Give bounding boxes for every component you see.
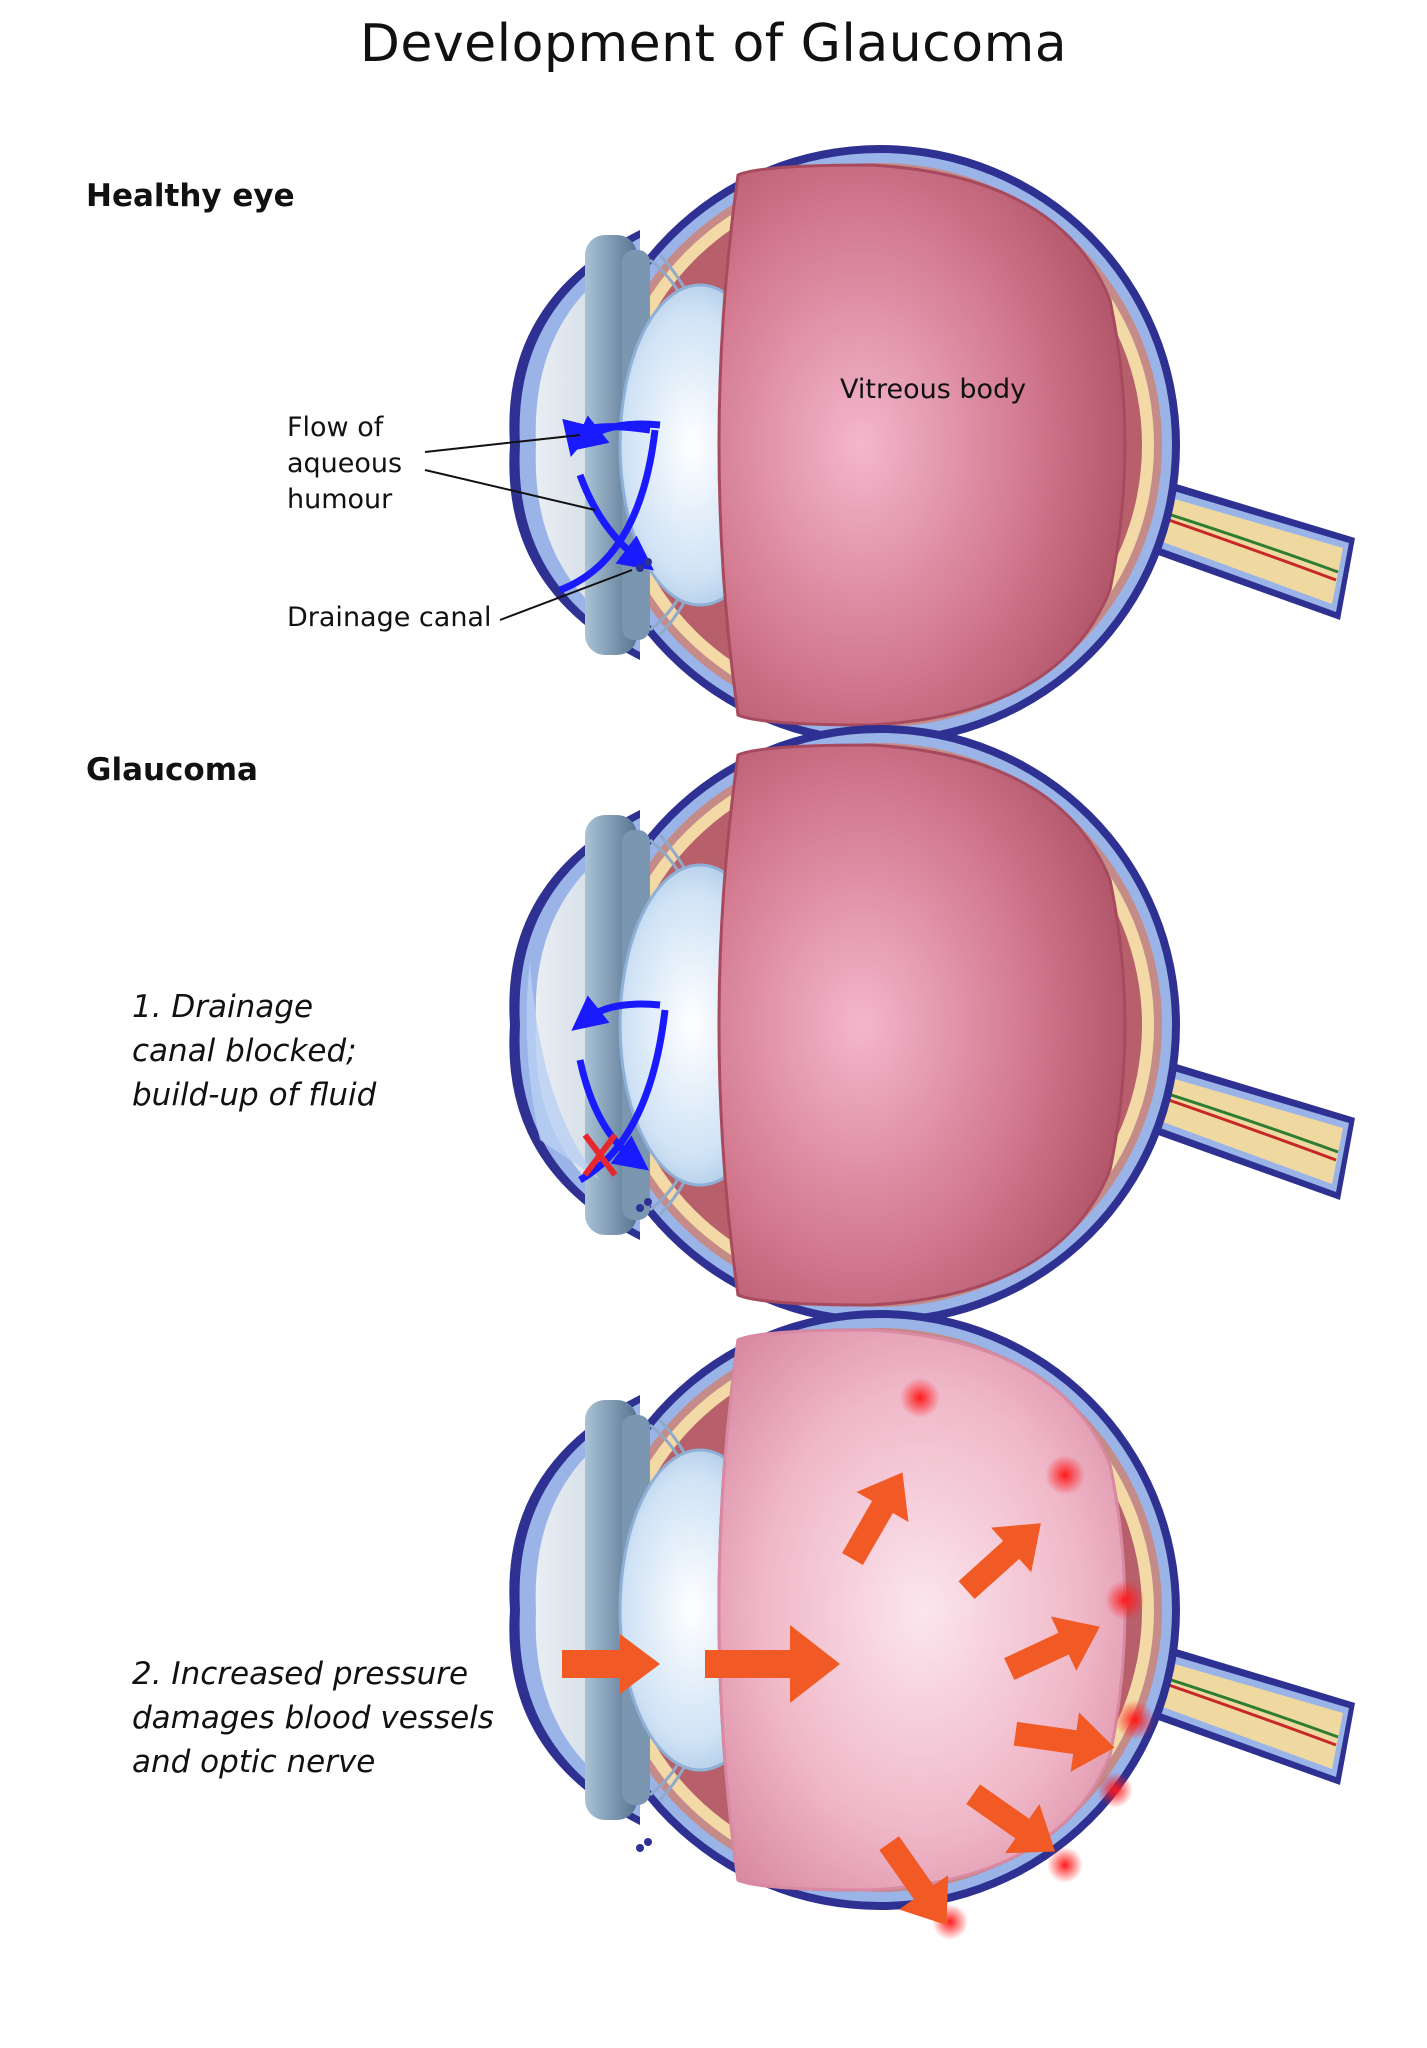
step1-caption-line2: canal blocked; (132, 1033, 357, 1069)
step2-caption-line3: and optic nerve (132, 1744, 376, 1780)
vitreous-body-label: Vitreous body (840, 374, 1027, 405)
glaucoma-heading: Glaucoma (86, 752, 258, 788)
step1-caption-line1: 1. Drainage (132, 989, 314, 1025)
drainage-canal-label: Drainage canal (287, 602, 492, 633)
drainage-canal-dot (636, 564, 644, 572)
flow-label-line3: humour (287, 484, 393, 515)
step1-caption-line3: build-up of fluid (132, 1077, 377, 1113)
blocked-drainage-eye-illustration (507, 723, 1357, 1327)
diagram-title: Development of Glaucoma (359, 14, 1068, 74)
step2-caption-line1: 2. Increased pressure (132, 1656, 469, 1692)
healthy-eye-heading: Healthy eye (86, 178, 295, 214)
flow-label-line2: aqueous (287, 448, 403, 479)
healthy-eye-illustration (424, 143, 1357, 747)
drainage-leader-line (499, 569, 633, 621)
step2-caption-line2: damages blood vessels (132, 1700, 494, 1736)
pressure-arrows (562, 1472, 1115, 1926)
flow-leader-line (424, 434, 581, 453)
pressure-damage-eye-illustration (507, 1308, 1357, 1940)
blocked-x-mark (582, 1133, 618, 1177)
flow-label-line1: Flow of (287, 412, 384, 443)
fluid-buildup (526, 960, 600, 1180)
damage-spots (900, 1378, 1155, 1940)
